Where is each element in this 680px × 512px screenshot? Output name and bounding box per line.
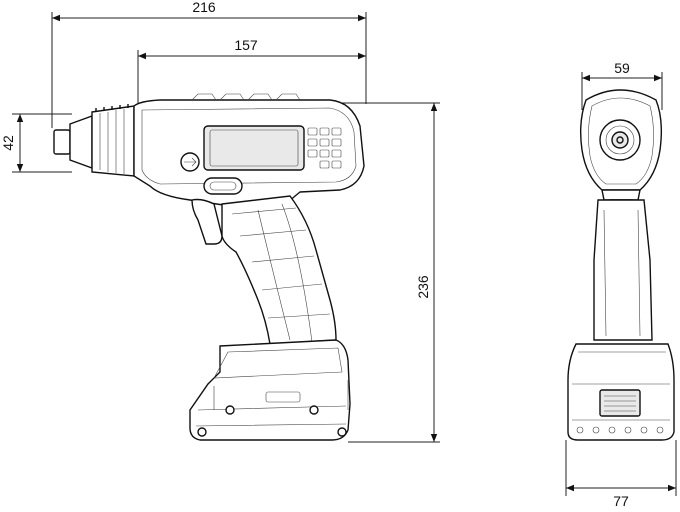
dimension-body-length: 157 [137, 37, 366, 104]
battery-release-grip [599, 389, 641, 417]
dimension-nose-height: 42 [0, 113, 72, 173]
keypad [307, 127, 342, 169]
dimension-overall-length: 216 [51, 0, 367, 128]
dim-label-236: 236 [415, 275, 431, 299]
front-view [567, 89, 675, 441]
chuck-nose [53, 104, 135, 177]
display-screen [203, 125, 305, 171]
dim-label-157: 157 [234, 37, 258, 53]
dim-label-59: 59 [614, 60, 630, 76]
dimension-front-top-width: 59 [581, 60, 663, 110]
handle [221, 195, 337, 345]
dimension-overall-height: 236 [336, 102, 440, 443]
dim-label-216: 216 [192, 0, 216, 15]
side-view [53, 93, 365, 441]
front-grip [593, 199, 653, 341]
dim-label-77: 77 [613, 493, 629, 509]
dimension-front-base-width: 77 [565, 440, 677, 509]
battery-pack [189, 339, 351, 441]
trigger [191, 198, 223, 245]
body-housing [133, 93, 365, 209]
dim-label-42: 42 [0, 135, 16, 151]
